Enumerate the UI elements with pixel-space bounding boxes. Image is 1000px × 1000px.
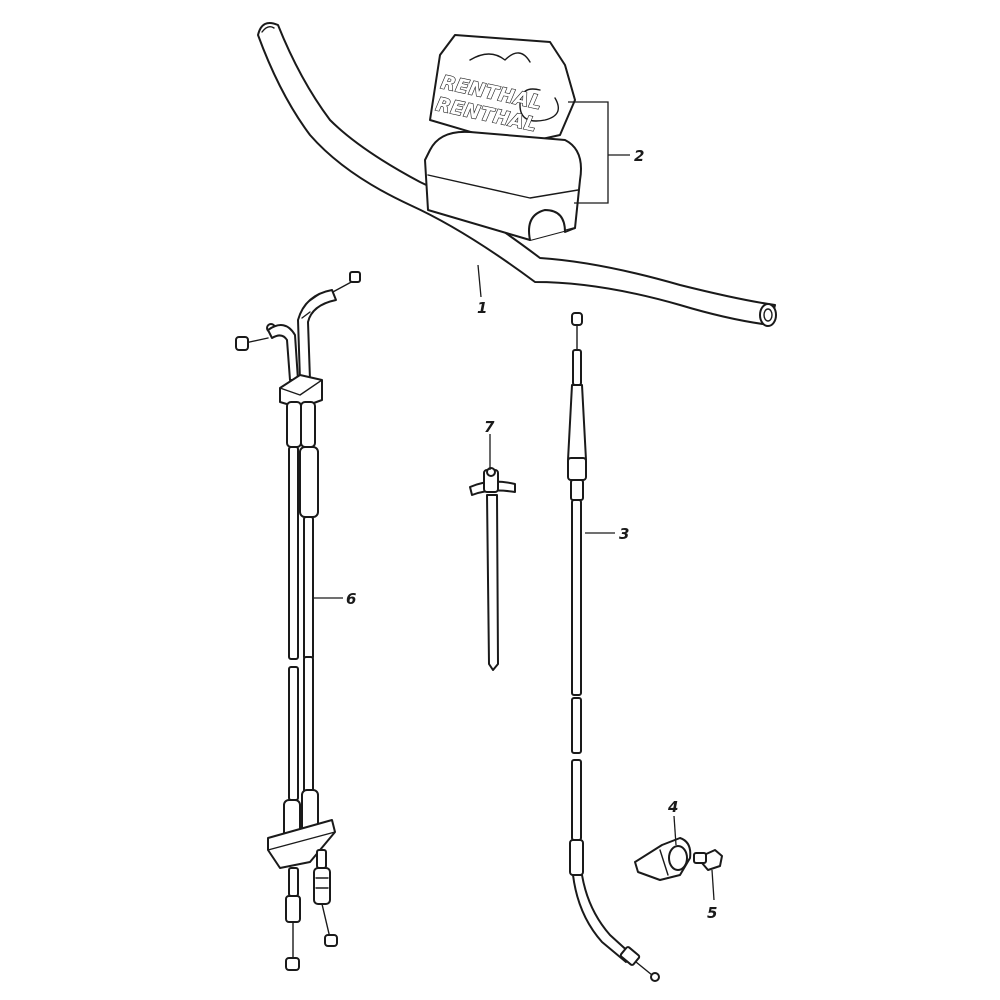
- leader-1: [477, 264, 482, 298]
- cable-clamp: [634, 837, 692, 881]
- leader-5: [711, 869, 715, 901]
- handlebar: [257, 22, 777, 327]
- clutch-cable: [567, 312, 660, 982]
- cable-tie: [469, 467, 516, 671]
- callout-1: 1: [477, 299, 487, 317]
- pad-cover: RENTHAL RENTHAL: [429, 34, 576, 146]
- bolt: [693, 849, 723, 871]
- leader-2: [568, 101, 609, 204]
- callout-6: 6: [346, 590, 356, 608]
- throttle-cable-set: [235, 271, 361, 971]
- callout-5: 5: [707, 904, 717, 922]
- callout-2: 2: [634, 147, 644, 165]
- callout-3: 3: [619, 525, 629, 543]
- callout-4: 4: [667, 798, 678, 816]
- leader-4: [673, 815, 677, 846]
- callout-7: 7: [484, 418, 495, 436]
- pad-foam: [424, 130, 582, 241]
